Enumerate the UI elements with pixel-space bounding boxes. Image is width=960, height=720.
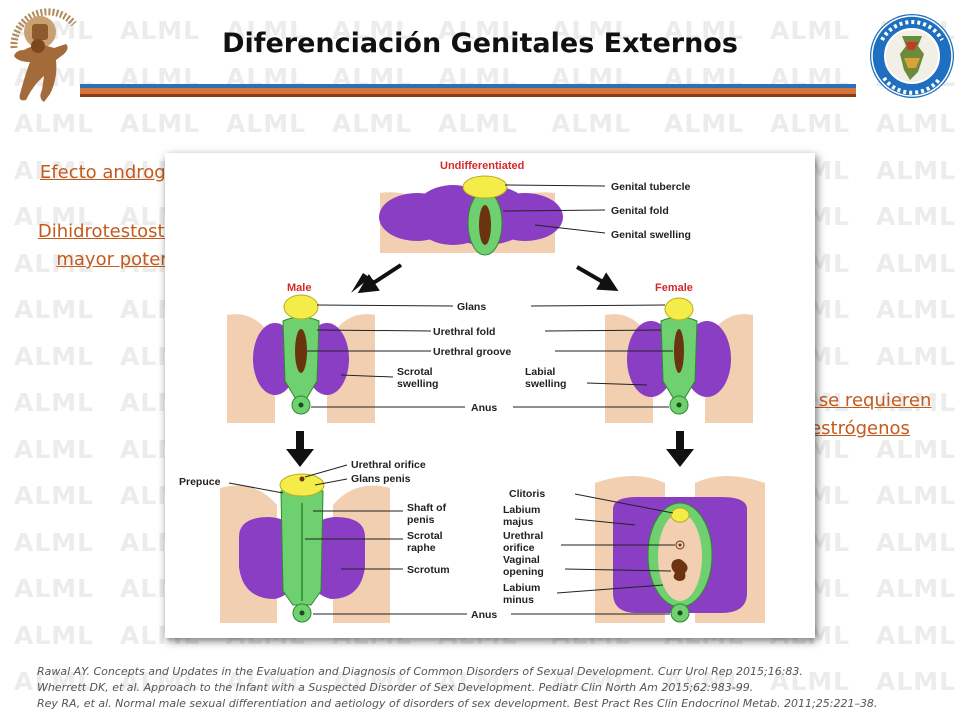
watermark-text: ALML — [438, 667, 519, 696]
references: Rawal AY. Concepts and Updates in the Ev… — [37, 664, 937, 712]
label-anus-bottom: Anus — [471, 609, 497, 621]
watermark-text: ALML — [876, 109, 957, 138]
slide-title: Diferenciación Genitales Externos — [222, 28, 738, 59]
watermark-text: ALML — [770, 16, 851, 45]
watermark-text: ALML — [664, 109, 745, 138]
female-heading: Female — [655, 282, 693, 294]
watermark-text: ALML — [332, 667, 413, 696]
label-labium-majus-2: majus — [503, 516, 534, 528]
watermark-text: ALML — [14, 434, 95, 464]
male-middle-stage: Male — [227, 282, 375, 423]
female-down-arrow — [666, 431, 694, 467]
label-anus-middle: Anus — [471, 402, 497, 414]
label-scrotal: Scrotal — [397, 366, 433, 378]
watermark-text: ALML — [770, 667, 851, 696]
watermark-text: ALML — [14, 620, 95, 650]
watermark-text: ALML — [14, 574, 95, 603]
watermark-text: ALML — [120, 109, 201, 138]
label-labial-swelling: swelling — [525, 378, 566, 390]
estrogens-link[interactable]: estrógenos — [810, 418, 910, 439]
watermark-text: ALML — [876, 527, 957, 557]
watermark-text: ALML — [876, 202, 957, 231]
watermark-text: ALML — [14, 248, 95, 278]
female-final-stage — [595, 476, 765, 623]
label-urethral: Urethral — [503, 530, 543, 542]
watermark-text: ALML — [876, 155, 957, 185]
watermark-text: ALML — [332, 109, 413, 138]
label-clitoris: Clitoris — [509, 488, 545, 500]
label-labium-majus-1: Labium — [503, 504, 540, 516]
watermark-text: ALML — [14, 527, 95, 557]
label-genital-swelling: Genital swelling — [611, 229, 691, 241]
male-heading: Male — [287, 282, 311, 294]
label-labium-minus-1: Labium — [503, 582, 540, 594]
label-glans: Glans — [457, 301, 486, 313]
reference-item: Wherrett DK, et al. Approach to the Infa… — [37, 681, 754, 694]
watermark-text: ALML — [770, 109, 851, 138]
female-middle-stage: Female — [605, 282, 753, 423]
label-scrotal-swelling: swelling — [397, 378, 438, 390]
label-urethral-orifice-male: Urethral orifice — [351, 459, 426, 471]
genital-differentiation-diagram: Undifferentiated Genital tubercle Genita… — [165, 153, 815, 638]
label-scrotal-raphe-1: Scrotal — [407, 530, 443, 542]
watermark-text: ALML — [438, 16, 519, 45]
label-orifice: orifice — [503, 542, 535, 554]
title-divider — [80, 84, 856, 98]
label-genital-fold: Genital fold — [611, 205, 669, 217]
watermark-text: ALML — [876, 574, 957, 603]
watermark-text: ALML — [551, 109, 632, 138]
watermark-text: ALML — [876, 620, 957, 650]
watermark-text: ALML — [14, 295, 95, 324]
watermark-text: ALML — [332, 16, 413, 45]
reference-item: Rawal AY. Concepts and Updates in the Ev… — [37, 665, 803, 678]
reference-item: Rey RA, et al. Normal male sexual differ… — [37, 697, 878, 710]
label-genital-tubercle: Genital tubercle — [611, 181, 691, 193]
male-down-arrow — [286, 431, 314, 467]
label-labial: Labial — [525, 366, 555, 378]
label-urethral-groove: Urethral groove — [433, 346, 511, 358]
label-labium-minus-2: minus — [503, 594, 534, 606]
higher-potency-link[interactable]: mayor potencia — [56, 249, 198, 270]
watermark-text: ALML — [14, 341, 95, 371]
watermark-text: ALML — [14, 202, 95, 231]
watermark-text: ALML — [120, 667, 201, 696]
watermark-text: ALML — [226, 16, 307, 45]
watermark-text: ALML — [876, 341, 957, 371]
undifferentiated-heading: Undifferentiated — [440, 160, 524, 172]
watermark-text: ALML — [14, 667, 95, 696]
label-opening: opening — [503, 566, 544, 578]
hospital-seal-logo — [868, 2, 958, 110]
watermark-text: ALML — [226, 667, 307, 696]
watermark-text: ALML — [664, 667, 745, 696]
watermark-text: ALML — [876, 248, 957, 278]
male-final-stage — [220, 473, 390, 623]
watermark-text: ALML — [438, 109, 519, 138]
watermark-text: ALML — [876, 388, 957, 417]
watermark-text: ALML — [120, 16, 201, 45]
watermark-text: ALML — [876, 481, 957, 510]
watermark-text: ALML — [551, 16, 632, 45]
watermark-text: ALML — [14, 155, 95, 185]
no-estrogen-required-link[interactable]: No se requieren — [788, 390, 932, 411]
watermark-text: ALML — [876, 295, 957, 324]
watermark-text: ALML — [226, 109, 307, 138]
watermark-text: ALML — [14, 109, 95, 138]
label-urethral-fold: Urethral fold — [433, 326, 495, 338]
watermark-text: ALML — [876, 434, 957, 464]
watermark-text: ALML — [664, 16, 745, 45]
undifferentiated-stage: Undifferentiated — [379, 160, 563, 256]
watermark-text: ALML — [14, 481, 95, 510]
watermark-text: ALML — [14, 388, 95, 417]
label-vaginal: Vaginal — [503, 554, 540, 566]
label-scrotum: Scrotum — [407, 564, 450, 576]
society-logo — [4, 2, 88, 110]
label-glans-penis: Glans penis — [351, 473, 411, 485]
watermark-text: ALML — [551, 667, 632, 696]
label-shaft-of: Shaft of — [407, 502, 447, 514]
label-scrotal-raphe-2: raphe — [407, 542, 436, 554]
label-prepuce: Prepuce — [179, 476, 221, 488]
watermark-text: ALML — [876, 667, 957, 696]
label-penis: penis — [407, 514, 435, 526]
